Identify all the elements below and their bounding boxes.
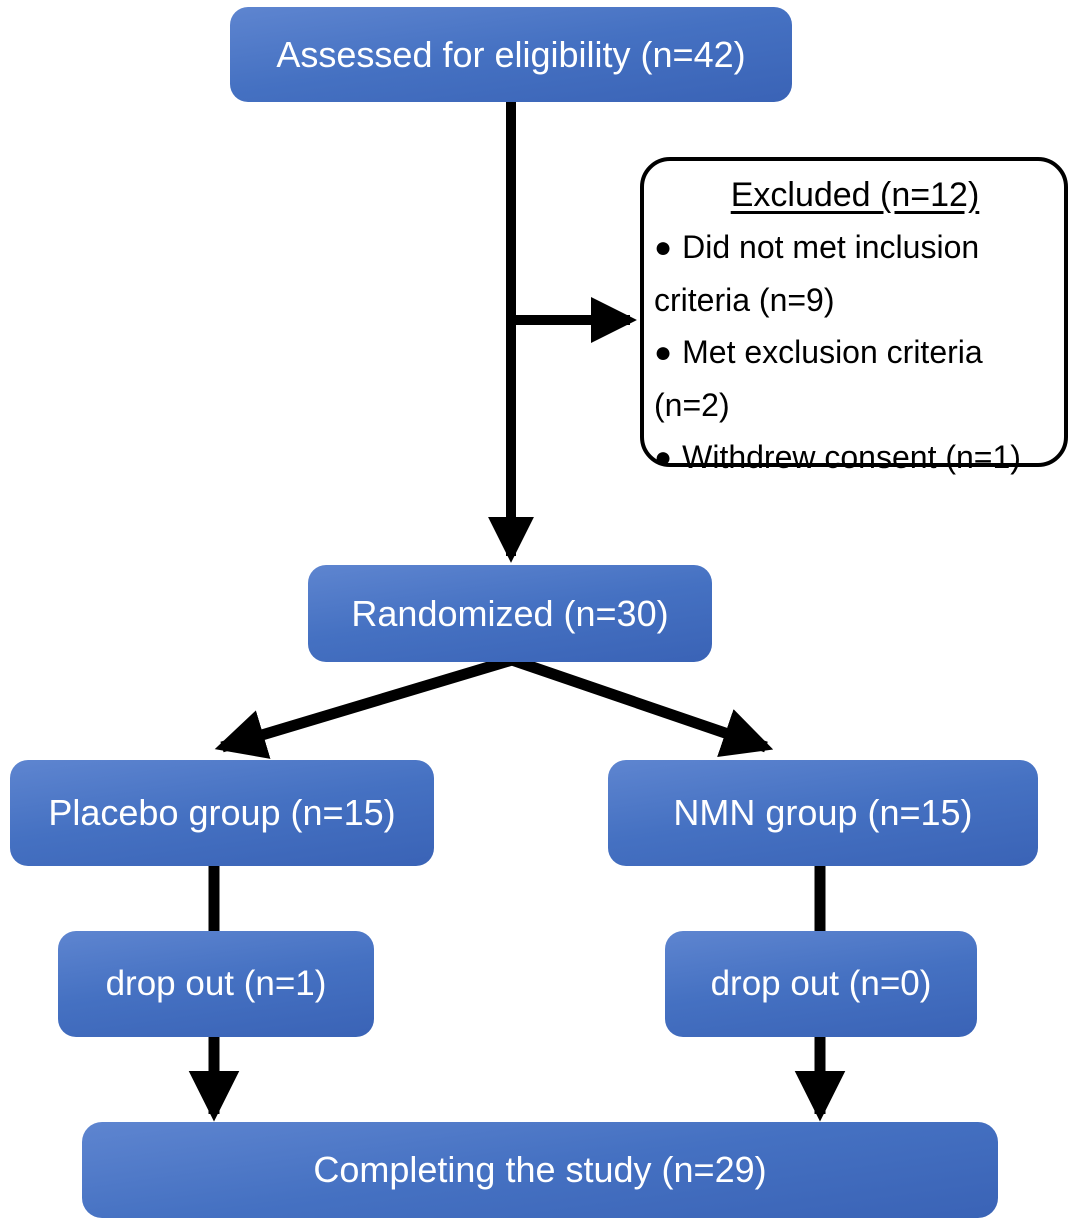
node-randomized-label: Randomized (n=30) [351,592,669,634]
node-assessed-label: Assessed for eligibility (n=42) [276,33,746,75]
arrow-randomized-to-nmn [510,654,774,757]
node-nmn-group-label: NMN group (n=15) [673,792,973,834]
node-dropout-placebo: drop out (n=1) [58,931,374,1037]
excluded-item: ● Withdrew consent (n=1) [654,431,1056,484]
node-excluded: Excluded (n=12) ●Did not met inclusion c… [640,157,1068,475]
excluded-item-text: Met exclusion criteria (n=2) [654,334,983,423]
excluded-item: ●Met exclusion criteria (n=2) [654,326,1056,431]
node-randomized: Randomized (n=30) [308,565,712,662]
excluded-item: ●Did not met inclusion criteria (n=9) [654,221,1056,326]
excluded-title: Excluded (n=12) [730,176,980,214]
node-dropout-nmn: drop out (n=0) [665,931,977,1037]
node-completing: Completing the study (n=29) [82,1122,998,1218]
bullet-icon: ● [654,336,673,369]
bullet-icon: ● [654,231,673,264]
excluded-item-text: Did not met inclusion criteria (n=9) [654,229,980,318]
node-dropout-nmn-label: drop out (n=0) [710,963,932,1003]
node-nmn-group: NMN group (n=15) [608,760,1038,866]
node-placebo-group: Placebo group (n=15) [10,760,434,866]
node-completing-label: Completing the study (n=29) [313,1149,767,1191]
node-assessed: Assessed for eligibility (n=42) [230,7,792,102]
node-dropout-placebo-label: drop out (n=1) [105,963,327,1003]
excluded-item-text: Withdrew consent (n=1) [682,439,1021,475]
bullet-icon: ● [654,441,673,474]
node-placebo-group-label: Placebo group (n=15) [48,792,396,834]
arrow-randomized-to-placebo [214,654,514,759]
